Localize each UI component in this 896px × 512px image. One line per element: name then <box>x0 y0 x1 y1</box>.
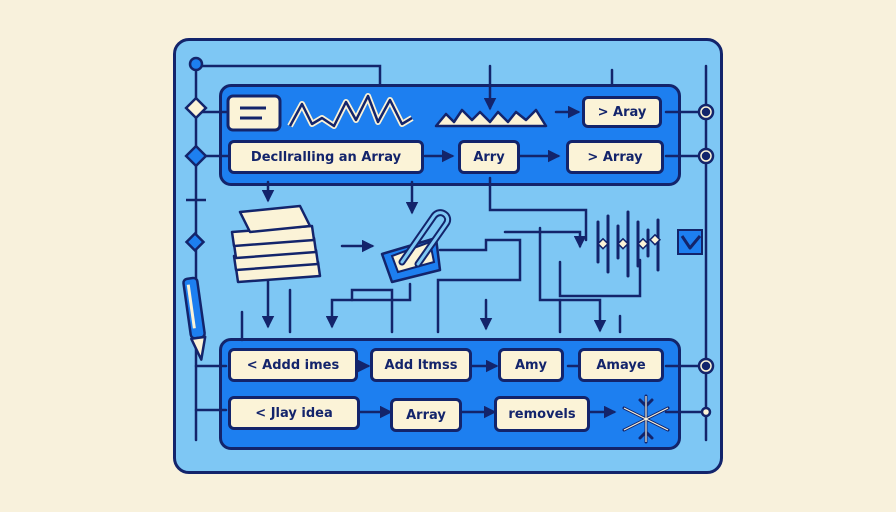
removels-node: removels <box>494 396 590 432</box>
array-node-3: Array <box>390 398 462 432</box>
declaring-array-node: Decllralling an Array <box>228 140 424 174</box>
array-node-1: > Aray <box>582 96 662 128</box>
array-node-2: > Array <box>566 140 664 174</box>
amaye-node: Amaye <box>578 348 664 382</box>
amy-node: Amy <box>498 348 564 382</box>
jlay-idea-node: < Jlay idea <box>228 396 360 430</box>
add-items-node-1: < Addd imes <box>228 348 358 382</box>
add-items-node-2: Add ltmss <box>370 348 472 382</box>
arry-node: Arry <box>458 140 520 174</box>
